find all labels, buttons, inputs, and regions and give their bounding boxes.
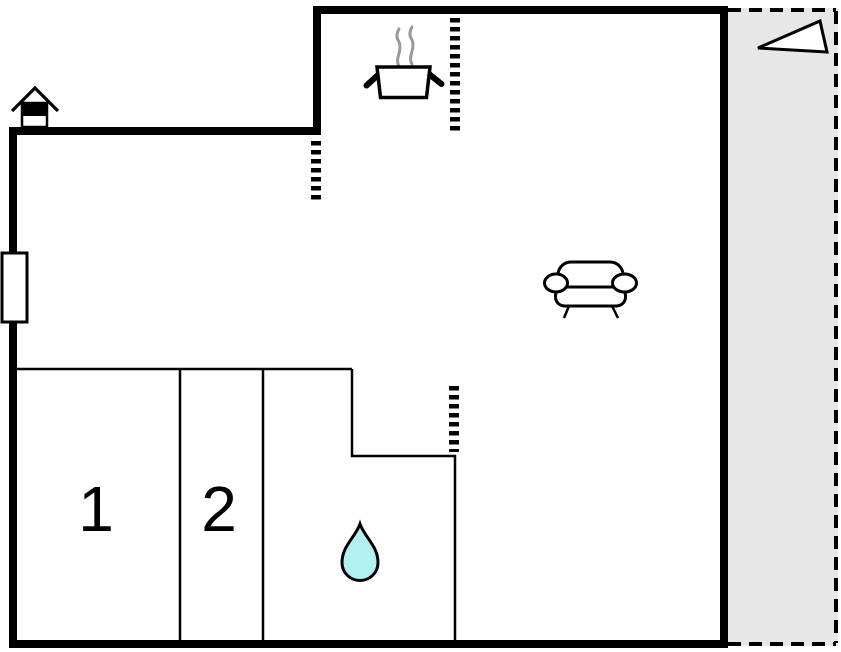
water-drop-icon — [340, 519, 380, 583]
pot-handle-left — [363, 72, 381, 89]
north-arrow-icon — [757, 18, 829, 54]
sofa-icon — [543, 260, 638, 319]
pot-handle-right — [426, 71, 445, 87]
outer-walls — [9, 6, 728, 648]
stove-pot-icon — [363, 25, 445, 100]
chimney-roof — [10, 85, 60, 113]
steam-line-right — [408, 25, 415, 66]
terrace-fill — [728, 8, 838, 646]
sofa-armrest-right — [611, 272, 638, 294]
room-2-label: 2 — [201, 473, 237, 545]
sofa-seat — [554, 285, 627, 308]
terrace-area — [728, 8, 838, 646]
pot-body — [375, 65, 432, 100]
sofa-leg-right — [610, 305, 620, 319]
door-openings — [311, 18, 460, 452]
window-marker — [0, 251, 29, 324]
room-1-label: 1 — [78, 473, 114, 545]
bathroom-step-wall — [350, 369, 457, 640]
sofa-leg-left — [562, 305, 571, 319]
chimney-body-top — [22, 103, 47, 116]
chimney-icon — [10, 85, 60, 129]
sofa-armrest-left — [543, 272, 569, 294]
steam-line-left — [395, 27, 402, 68]
interior-walls — [13, 367, 457, 640]
